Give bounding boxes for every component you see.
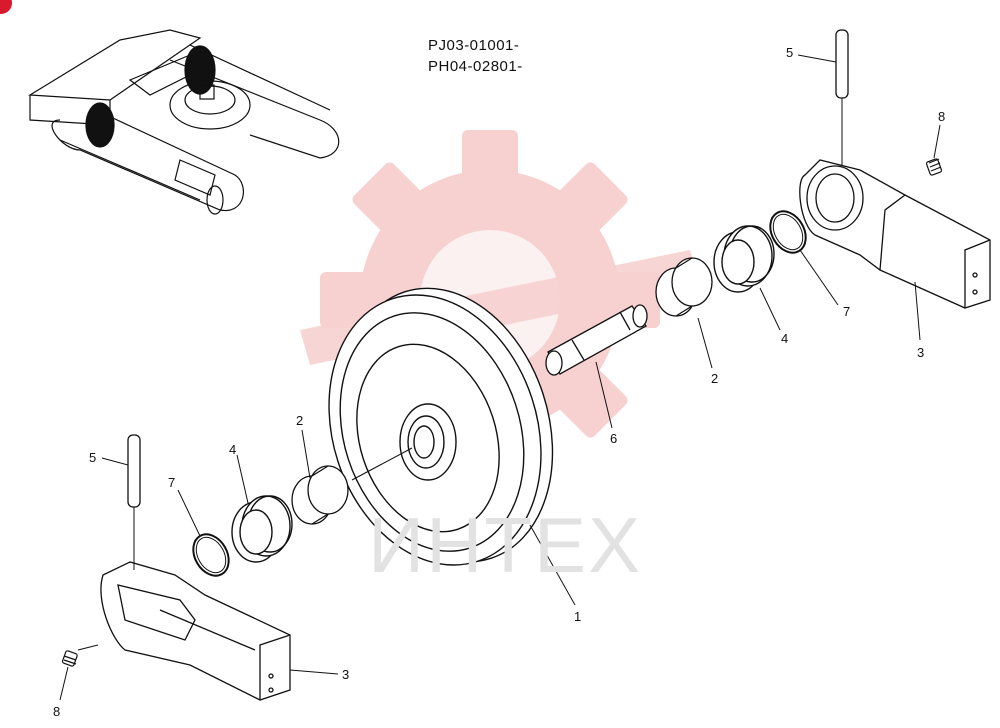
- watermark-text: ИНТЕХ: [368, 501, 643, 589]
- right-bracket: [799, 159, 991, 309]
- callout-6: 6: [610, 431, 618, 446]
- callout-2-right: 2: [711, 371, 719, 386]
- bolt-right: [925, 158, 943, 176]
- callout-1: 1: [574, 609, 582, 624]
- serial-range-2: PH04-02801-: [428, 58, 523, 75]
- oring-left: [192, 533, 230, 577]
- callout-4-right: 4: [781, 331, 789, 346]
- idler-wheel: [328, 287, 554, 566]
- bushing-left: [291, 465, 349, 525]
- seal-right: [713, 225, 775, 293]
- pin-right: [835, 29, 849, 99]
- callout-8-left: 8: [53, 704, 61, 719]
- leader-lines: [59, 54, 941, 701]
- callout-7-right: 7: [843, 304, 851, 319]
- callout-7-left: 7: [168, 475, 176, 490]
- corner-badge-icon: [0, 0, 12, 14]
- left-bracket: [100, 561, 291, 701]
- assembly-axis: [77, 98, 843, 651]
- bushing-right: [655, 257, 713, 317]
- excavator-inset: [28, 29, 340, 215]
- pin-left: [127, 434, 141, 508]
- callout-5-left: 5: [89, 450, 97, 465]
- oring-right: [769, 210, 807, 254]
- callout-3-right: 3: [917, 345, 925, 360]
- callout-4-left: 4: [229, 442, 237, 457]
- seal-left: [231, 495, 293, 563]
- callout-3-left: 3: [342, 667, 350, 682]
- callout-2-left: 2: [296, 413, 304, 428]
- callout-5-right: 5: [786, 45, 794, 60]
- bolt-left: [61, 650, 78, 667]
- shaft: [545, 304, 648, 376]
- callout-8-right: 8: [938, 109, 946, 124]
- serial-range-1: PJ03-01001-: [428, 37, 520, 54]
